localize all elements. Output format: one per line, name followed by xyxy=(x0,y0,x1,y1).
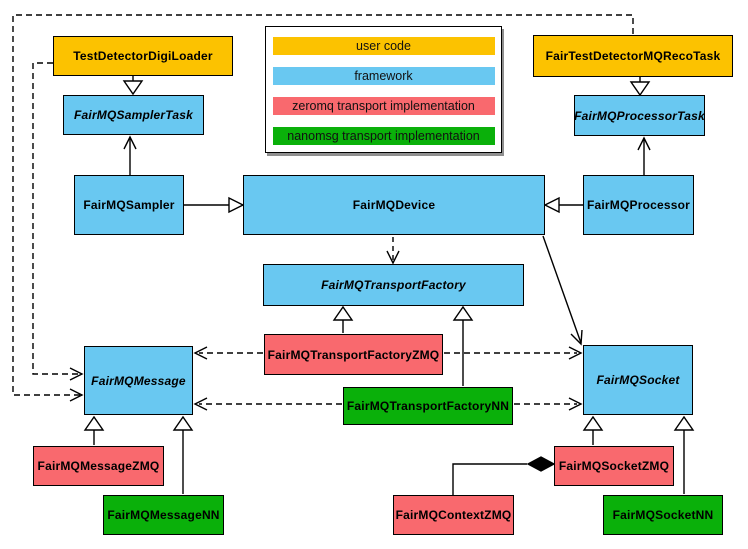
dependency-arrow-device-to-transportfactory xyxy=(386,237,400,265)
legend-item-nanomsg: nanomsg transport implementation xyxy=(272,127,495,145)
inheritance-arrow-sampler-to-device xyxy=(184,196,245,214)
legend-box: user code framework zeromq transport imp… xyxy=(265,26,502,153)
node-fairmqsocket: FairMQSocket xyxy=(583,345,693,415)
inheritance-arrow-digiloader-to-samplertask xyxy=(122,76,144,96)
inheritance-arrow-tfnn-to-transportfactory xyxy=(452,305,474,386)
node-fairtestdetectormqrecotask: FairTestDetectorMQRecoTask xyxy=(533,35,733,77)
inheritance-arrow-socketnn-to-socket xyxy=(673,415,695,494)
node-fairmqmessagenn: FairMQMessageNN xyxy=(103,495,224,535)
node-fairmqtransportfactory: FairMQTransportFactory xyxy=(263,264,524,306)
node-fairmqsocketnn: FairMQSocketNN xyxy=(603,495,723,535)
dependency-arrow-digiloader-to-message xyxy=(32,62,84,381)
node-fairmqsocketzmq: FairMQSocketZMQ xyxy=(554,446,674,486)
node-testdetectordigiloader: TestDetectorDigiLoader xyxy=(53,36,233,76)
inheritance-arrow-messagenn-to-message xyxy=(172,415,194,494)
node-fairmqtransportfactoryzmq: FairMQTransportFactoryZMQ xyxy=(264,334,443,375)
dependency-arrow-tfnn-to-message xyxy=(193,397,342,411)
node-fairmqprocessor: FairMQProcessor xyxy=(583,175,694,235)
node-fairmqdevice: FairMQDevice xyxy=(243,175,545,235)
node-fairmqsampler: FairMQSampler xyxy=(74,175,184,235)
association-arrow-processor-to-processortask xyxy=(637,136,651,175)
dependency-arrow-tfzmq-to-message xyxy=(193,346,263,360)
node-fairmqcontextzmq: FairMQContextZMQ xyxy=(393,495,514,535)
composition-link-contextzmq-to-socketzmq xyxy=(452,456,556,495)
node-fairmqmessage: FairMQMessage xyxy=(84,346,193,415)
association-arrow-sampler-to-samplertask xyxy=(123,135,137,175)
dependency-arrow-recotask-to-message xyxy=(12,14,634,402)
inheritance-arrow-tfzmq-to-transportfactory xyxy=(332,305,354,333)
node-fairmqmessagezmq: FairMQMessageZMQ xyxy=(33,446,164,486)
inheritance-arrow-messagezmq-to-message xyxy=(83,415,105,445)
legend-item-framework: framework xyxy=(272,67,495,85)
inheritance-arrow-recotask-to-processortask xyxy=(629,77,651,97)
composition-diamond xyxy=(526,456,556,472)
node-fairmqsamplertask: FairMQSamplerTask xyxy=(63,95,204,135)
association-arrow-device-to-socket xyxy=(542,235,583,346)
legend-item-zeromq: zeromq transport implementation xyxy=(272,97,495,115)
legend-item-user-code: user code xyxy=(272,37,495,55)
dependency-arrow-tfnn-to-socket xyxy=(514,397,583,411)
node-fairmqtransportfactorynn: FairMQTransportFactoryNN xyxy=(343,387,513,425)
inheritance-arrow-socketzmq-to-socket xyxy=(582,415,604,445)
node-fairmqprocessortask: FairMQProcessorTask xyxy=(574,95,705,136)
inheritance-arrow-processor-to-device xyxy=(543,196,583,214)
dependency-arrow-tfzmq-to-socket xyxy=(444,346,583,360)
